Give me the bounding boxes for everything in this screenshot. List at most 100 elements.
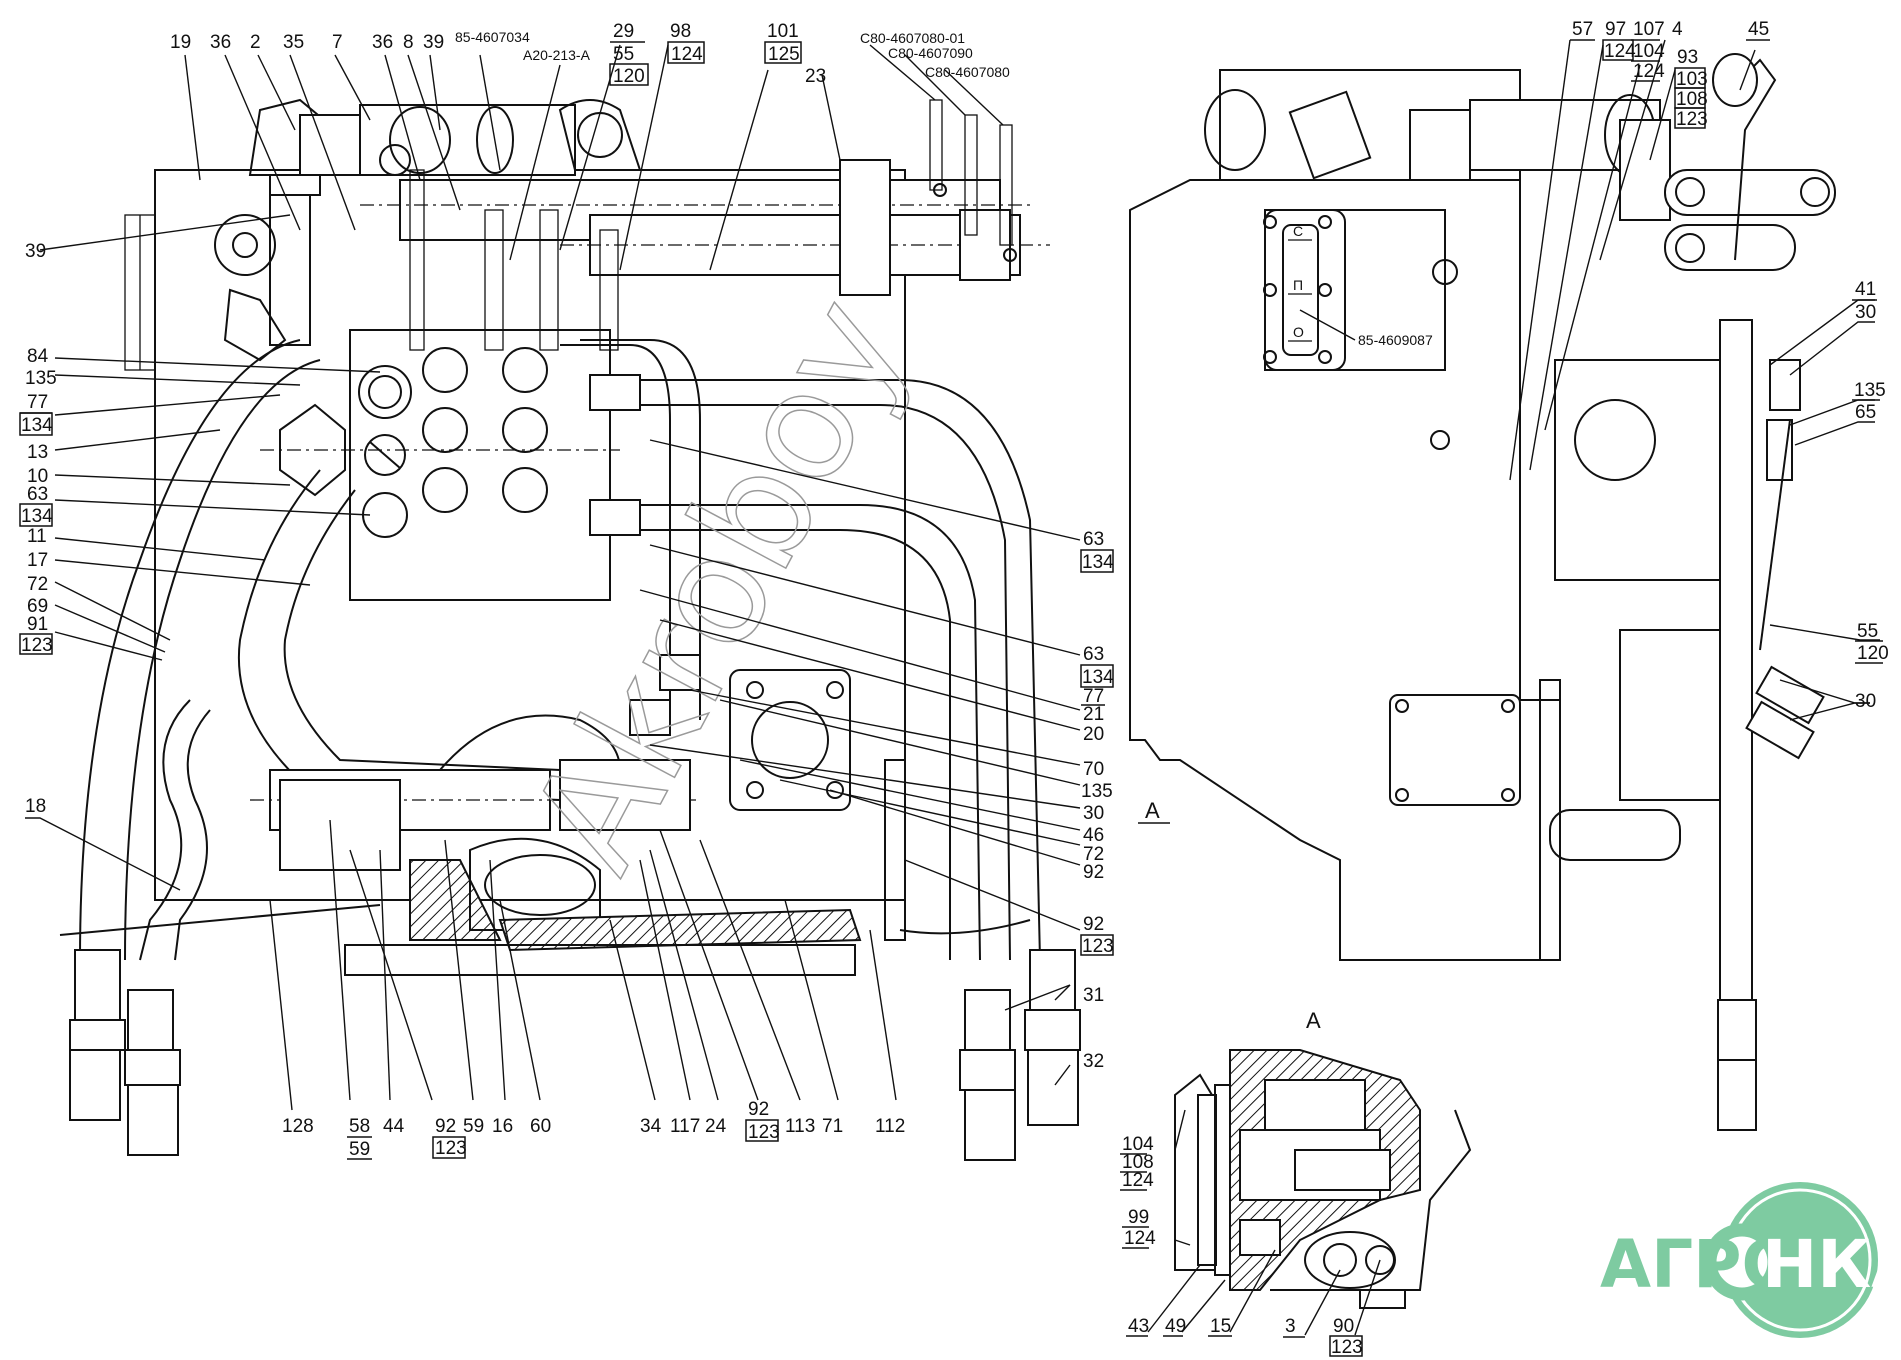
callout: 117 [670, 1116, 700, 1137]
callout: 55 [1857, 621, 1878, 642]
callout: 104 [1122, 1134, 1154, 1155]
view-a-title: A [1306, 1008, 1321, 1033]
view-a-marker: A [1145, 798, 1160, 823]
callout: 10 [27, 466, 48, 487]
callout: 101 [767, 21, 799, 42]
gearbox-housing [1129, 179, 1561, 961]
callout: 103 [1676, 69, 1708, 90]
callout: 60 [530, 1116, 551, 1137]
callout: 65 [1855, 402, 1876, 423]
callout: 49 [1165, 1316, 1186, 1337]
callout: 17 [27, 550, 48, 571]
callout: 39 [423, 32, 444, 53]
callout: 13 [27, 442, 48, 463]
callout: 134 [1082, 667, 1114, 688]
callout: 124 [1633, 61, 1665, 82]
callout: 77 [27, 392, 48, 413]
callout: 15 [1210, 1316, 1231, 1337]
plate-mark-bot: О [1293, 324, 1304, 340]
callout: 59 [349, 1139, 370, 1160]
callout: 113 [785, 1116, 815, 1137]
callout: 72 [1083, 844, 1104, 865]
callout: 128 [282, 1116, 314, 1137]
callout: 30 [1855, 302, 1876, 323]
callout: 23 [805, 66, 826, 87]
callout: 63 [27, 484, 48, 505]
section-a-view [1174, 1049, 1472, 1309]
callout: 31 [1083, 985, 1104, 1006]
brand-logo: АГРО НКА [1600, 1182, 1901, 1338]
callout: 84 [27, 346, 49, 367]
callout: 91 [27, 614, 48, 635]
callout: 4 [1672, 19, 1683, 40]
callout: 7 [332, 32, 343, 53]
callout: 8 [403, 32, 414, 53]
plate-mark-mid: П [1293, 277, 1303, 293]
callout: 70 [1083, 759, 1104, 780]
callout: 39 [25, 241, 46, 262]
callout: 63 [1083, 529, 1104, 550]
callout: 99 [1128, 1207, 1149, 1228]
callout: 24 [705, 1116, 727, 1137]
callout-labels: 19 36 2 35 7 36 8 39 85-4607034 A20-213-… [19, 19, 1889, 1358]
part-number: C80-4607080 [925, 64, 1010, 80]
callout: 41 [1855, 279, 1876, 300]
callout: 108 [1676, 89, 1708, 110]
callout: 135 [25, 368, 57, 389]
part-number: 85-4609087 [1358, 332, 1433, 348]
callout: 98 [670, 21, 691, 42]
callout: 124 [1122, 1170, 1154, 1191]
callout: 97 [1605, 19, 1626, 40]
part-number: A20-213-A [523, 47, 591, 63]
callout: 30 [1083, 803, 1104, 824]
callout: 72 [27, 574, 48, 595]
callout: 21 [1083, 704, 1104, 725]
callout: 3 [1285, 1316, 1296, 1337]
callout: 120 [1857, 643, 1889, 664]
callout: 43 [1128, 1316, 1149, 1337]
valve-body [349, 329, 611, 601]
callout: 124 [671, 44, 703, 65]
callout: 45 [1748, 19, 1769, 40]
callout: 71 [822, 1116, 843, 1137]
callout: 135 [1081, 781, 1113, 802]
callout: 2 [250, 32, 261, 53]
callout: 92 [1083, 914, 1104, 935]
callout: 16 [492, 1116, 513, 1137]
callout: 125 [768, 44, 800, 65]
callout: 29 [613, 21, 634, 42]
part-number: C80-4607090 [888, 45, 973, 61]
callout: 123 [748, 1122, 780, 1143]
callout: 123 [1331, 1337, 1363, 1358]
callout: 134 [1082, 552, 1114, 573]
callout: 32 [1083, 1051, 1104, 1072]
callout: 44 [383, 1116, 405, 1137]
callout: 90 [1333, 1316, 1354, 1337]
callout: 57 [1572, 19, 1593, 40]
callout: 46 [1083, 825, 1104, 846]
callout: 58 [349, 1116, 370, 1137]
callout: 107 [1633, 19, 1665, 40]
callout: 92 [1083, 862, 1104, 883]
callout: 112 [875, 1116, 905, 1137]
callout: 123 [435, 1138, 467, 1159]
callout: 18 [25, 796, 46, 817]
leader-lines [25, 39, 1880, 1336]
callout: 55 [613, 44, 634, 65]
right-view [1129, 53, 1836, 1131]
callout: 108 [1122, 1152, 1154, 1173]
callout: 63 [1083, 644, 1104, 665]
callout: 92 [435, 1116, 456, 1137]
callout: 104 [1633, 41, 1665, 62]
callout: 123 [21, 635, 53, 656]
logo-left-text: АГРО [1600, 1226, 1798, 1303]
callout: 77 [1083, 686, 1104, 707]
callout: 19 [170, 32, 191, 53]
callout: 36 [210, 32, 231, 53]
callout: 20 [1083, 724, 1104, 745]
callout: 124 [1604, 41, 1636, 62]
callout: 124 [1124, 1228, 1156, 1249]
callout: 36 [372, 32, 393, 53]
left-view [59, 98, 1081, 1161]
